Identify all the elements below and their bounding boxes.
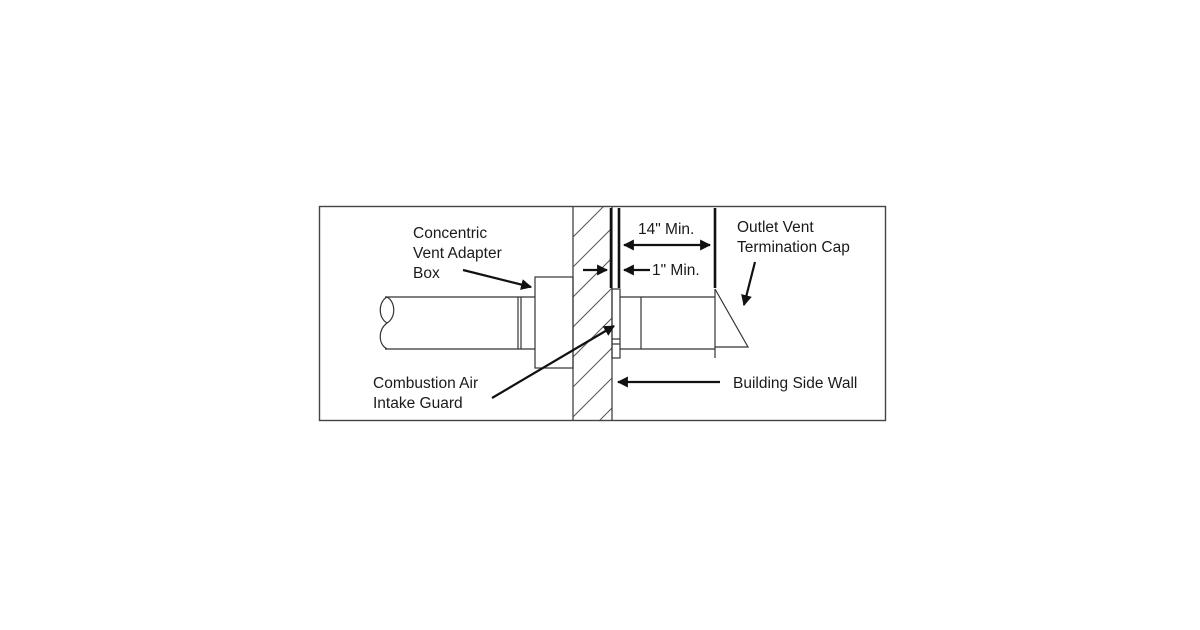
adapter-box-label: Concentric Vent Adapter Box — [413, 225, 506, 282]
intake-guard-leader — [491, 325, 615, 399]
adapter-box-leader — [462, 268, 533, 290]
dimension-markers — [583, 208, 717, 288]
inlet-pipe — [379, 296, 535, 350]
dimension-14-label: 14" Min. — [638, 221, 694, 238]
adapter-box — [534, 276, 574, 369]
side-wall-label: Building Side Wall — [733, 375, 857, 392]
intake-guard — [611, 288, 621, 359]
termination-cap-label: Outlet Vent Termination Cap — [737, 219, 850, 256]
termination-cap — [620, 288, 750, 358]
intake-guard-label: Combustion Air Intake Guard — [373, 375, 482, 412]
cap-leader — [741, 261, 757, 307]
dimension-1-label: 1" Min. — [652, 262, 700, 279]
diagram-frame — [318, 205, 887, 422]
